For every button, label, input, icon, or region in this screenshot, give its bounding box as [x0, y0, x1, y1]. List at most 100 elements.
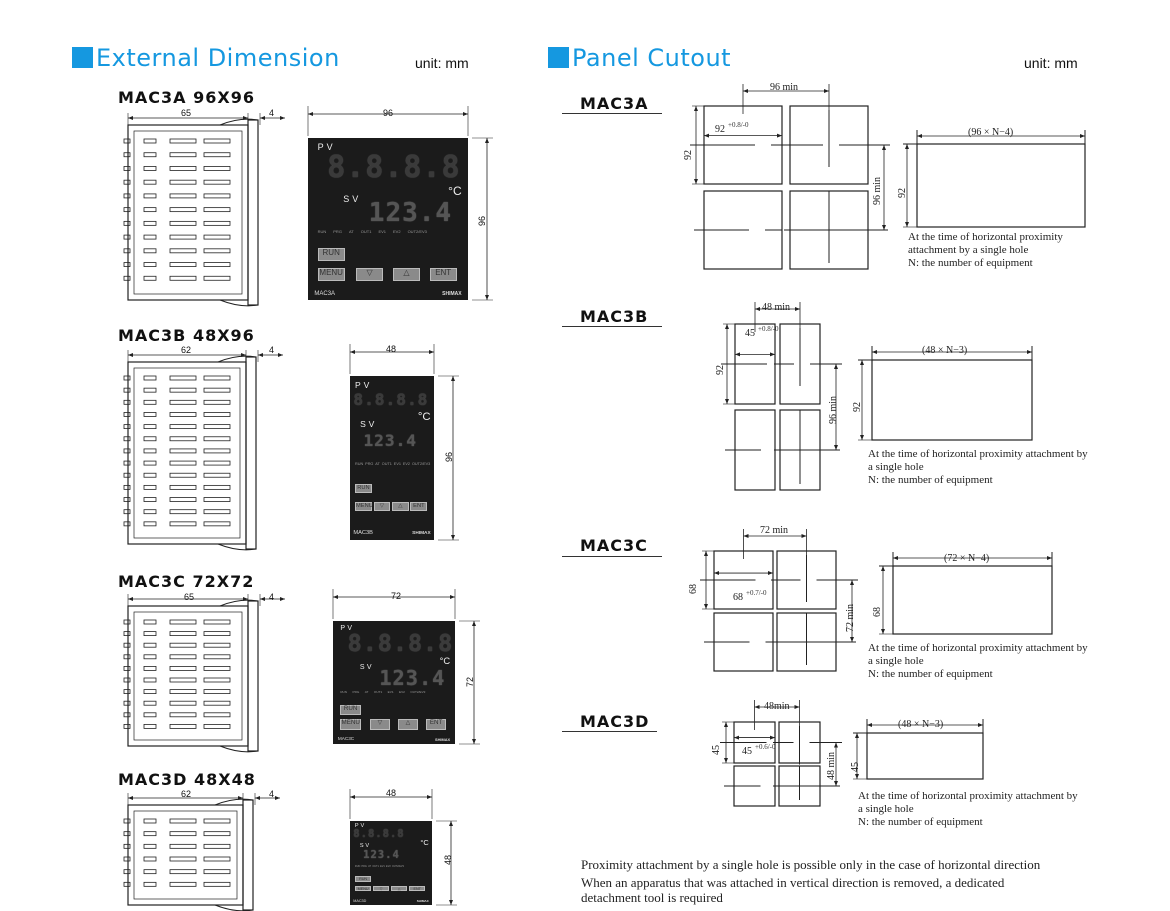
- terminal-pin: [123, 448, 131, 454]
- terminal-slot: [203, 521, 231, 527]
- terminal-pin: [123, 399, 131, 405]
- terminal-slot: [169, 207, 197, 213]
- model-label-mac3b: MAC3B 48X96: [118, 326, 255, 345]
- terminal-slot: [203, 724, 231, 729]
- divider: [562, 556, 662, 557]
- terminal-slot: [203, 654, 231, 660]
- terminal-slot: [203, 631, 231, 636]
- terminal: [143, 869, 157, 875]
- hole-height-dim: 92: [683, 150, 694, 160]
- indicator-led: AT: [364, 690, 369, 695]
- pv-display: 8.8.8.8: [353, 390, 429, 410]
- terminal-pin: [123, 152, 131, 158]
- indicator-led: RUN: [317, 229, 327, 235]
- run-button[interactable]: RUN: [317, 248, 345, 262]
- note: At the time of horizontal proximity atta…: [868, 448, 1088, 487]
- row-width-formula: (48 × N−3): [922, 345, 968, 356]
- indicator-led: EV1: [393, 461, 401, 466]
- menu-button[interactable]: MENU: [317, 267, 345, 281]
- brand-logo: SHIMAX: [434, 736, 451, 742]
- terminal-slot: [203, 436, 231, 442]
- width-dim: 48: [386, 788, 397, 798]
- terminal-slot: [169, 724, 197, 729]
- down-button[interactable]: ▽: [372, 885, 390, 892]
- panel-cutout-title: Panel Cutout: [572, 44, 732, 72]
- ent-button[interactable]: ENT: [429, 267, 457, 281]
- arrowhead-icon: [724, 722, 728, 763]
- arrowhead-icon: [754, 705, 800, 709]
- up-button[interactable]: △: [392, 502, 409, 511]
- terminal-slot: [203, 700, 231, 706]
- down-button[interactable]: ▽: [356, 267, 384, 281]
- sv-label: SV: [359, 664, 374, 672]
- terminal: [143, 509, 157, 515]
- indicator-led: EV2: [399, 690, 405, 695]
- terminal: [143, 424, 157, 430]
- terminal-slot: [203, 881, 231, 887]
- ent-button[interactable]: ENT: [425, 719, 447, 730]
- depth-dim: 65: [181, 108, 192, 118]
- menu-button[interactable]: MENU: [354, 885, 372, 892]
- up-button[interactable]: △: [397, 719, 419, 730]
- terminal-slot: [169, 234, 197, 240]
- ent-button[interactable]: ENT: [410, 502, 428, 511]
- terminal-pin: [123, 234, 131, 240]
- terminal: [143, 399, 157, 405]
- terminal-slot: [169, 138, 197, 144]
- terminal-pin: [123, 248, 131, 254]
- terminal-pin: [123, 509, 131, 515]
- indicator-led: OUT1: [381, 461, 392, 466]
- latch: [217, 543, 257, 551]
- terminal-slot: [169, 712, 197, 718]
- up-button[interactable]: △: [392, 267, 420, 281]
- down-button[interactable]: ▽: [373, 502, 391, 511]
- terminal-slot: [169, 436, 197, 442]
- terminal-slot: [203, 138, 231, 144]
- terminal-slot: [203, 179, 231, 185]
- side-view-inner: [133, 611, 243, 741]
- terminal: [143, 138, 157, 144]
- terminal-pin: [123, 666, 131, 671]
- menu-button[interactable]: MENU: [340, 719, 362, 730]
- run-button[interactable]: RUN: [340, 704, 362, 715]
- ent-button[interactable]: ENT: [409, 885, 426, 892]
- down-button[interactable]: ▽: [369, 719, 391, 730]
- run-button[interactable]: RUN: [354, 876, 372, 883]
- note: At the time of horizontal proximity atta…: [908, 231, 1063, 270]
- footer-line: Proximity attachment by a single hole is…: [581, 857, 1041, 872]
- left-unit-label: unit: mm: [415, 55, 469, 71]
- arrowhead-icon: [260, 116, 285, 120]
- terminal-pin: [123, 712, 131, 718]
- run-button[interactable]: RUN: [355, 484, 372, 493]
- terminal-pin: [123, 193, 131, 199]
- up-button[interactable]: △: [391, 885, 408, 892]
- terminal-pin: [123, 818, 131, 824]
- note-line: N: the number of equipment: [858, 816, 983, 828]
- terminal-slot: [169, 193, 197, 199]
- hole-width-dim: 45: [745, 328, 755, 339]
- footer-line: When an apparatus that was attached in v…: [581, 875, 1005, 890]
- unit-symbol: °C: [420, 838, 429, 848]
- terminal-slot: [169, 472, 197, 478]
- divider: [562, 113, 662, 114]
- terminal: [143, 166, 157, 171]
- terminal-slot: [169, 818, 197, 824]
- terminal-slot: [169, 666, 197, 671]
- terminal-slot: [169, 460, 197, 466]
- terminal-pin: [123, 179, 131, 185]
- side-view-body: [127, 804, 244, 906]
- terminal-slot: [203, 818, 231, 824]
- hole-height-dim: 68: [688, 584, 699, 594]
- terminal: [143, 484, 157, 490]
- terminal: [143, 619, 157, 625]
- terminal-pin: [123, 484, 131, 490]
- pitch-dim: 48 min: [762, 302, 791, 313]
- unit-symbol: °C: [417, 411, 431, 424]
- latch: [219, 299, 259, 307]
- terminal-slot: [169, 387, 197, 393]
- arrowhead-icon: [258, 353, 283, 357]
- menu-button[interactable]: MENU: [355, 502, 373, 511]
- latch: [219, 118, 259, 126]
